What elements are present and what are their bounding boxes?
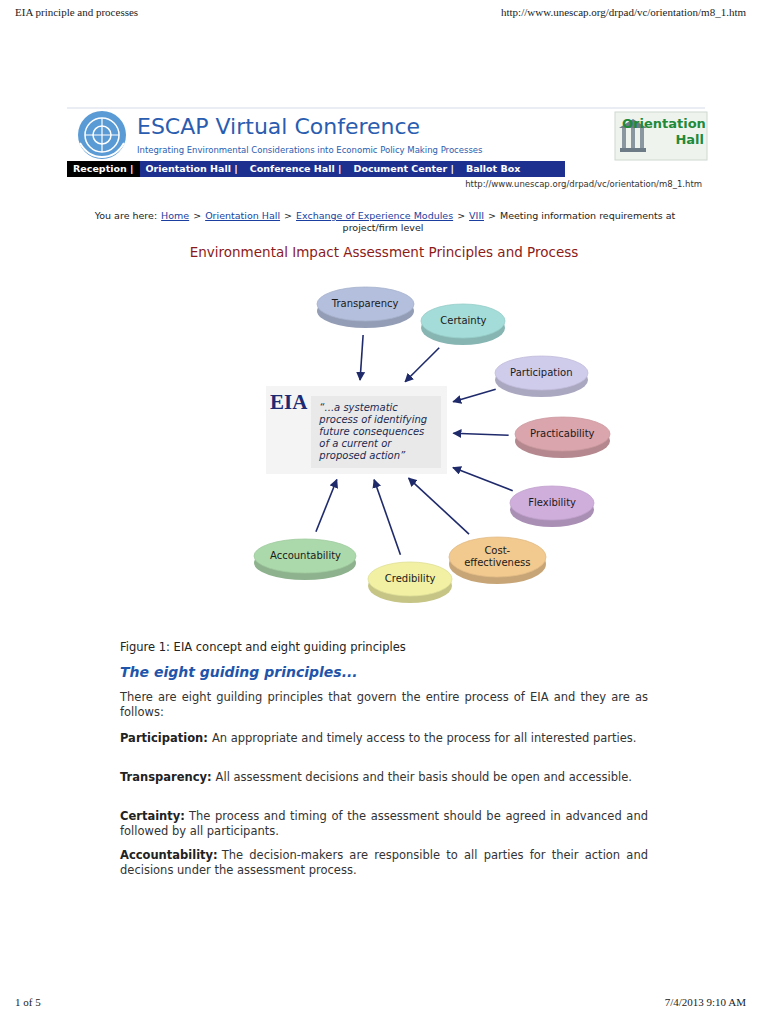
principle-label: Accountability [269, 550, 341, 562]
principle-disc: Practicability [514, 416, 611, 460]
heading-text: The eight guiding principles... [120, 664, 358, 680]
disc-top [368, 562, 452, 596]
breadcrumb-link: Exchange of Experience Modules [296, 210, 453, 221]
arrow-connector [453, 433, 508, 435]
arrow-connector [405, 348, 439, 382]
principle-label-group: Certainty [440, 315, 487, 327]
breadcrumb-sep: > [284, 210, 292, 221]
principle-label-group: Practicability [530, 428, 595, 440]
print-footer: 1 of 5 [15, 996, 41, 1008]
principle-disc: Certainty [420, 303, 506, 347]
definition-text: All assessment decisions and their basis… [216, 770, 632, 784]
breadcrumb-link: VIII [469, 210, 484, 221]
title-text: Environmental Impact Assessment Principl… [190, 244, 579, 260]
principle-label-group: Participation [510, 367, 573, 379]
arrow-connector [316, 480, 337, 532]
principle-label-group: Transparency [332, 298, 399, 310]
arrow-connector [409, 478, 469, 534]
principle-disc: Flexibility [509, 485, 595, 529]
print-date: 7/4/2013 9:10 AM [665, 996, 746, 1008]
principle-disc: Credibility [367, 561, 453, 605]
banner-rule [67, 108, 705, 109]
print-footer: 7/4/2013 9:10 AM [665, 996, 746, 1008]
url-text: http://www.unescap.org/drpad/vc/orientat… [465, 179, 702, 189]
breadcrumb-sep: > [488, 210, 496, 221]
orientation-hall-logo [615, 112, 707, 160]
definition: Participation: An appropriate and timely … [120, 731, 648, 746]
principle-label-group: Flexibility [528, 497, 576, 509]
breadcrumb-sep: > [193, 210, 201, 221]
disc-top [317, 287, 414, 321]
principle-label: Participation [510, 367, 573, 379]
page-number: 1 of 5 [15, 996, 41, 1008]
arrow-connector [453, 389, 496, 401]
arrow-connector [453, 467, 513, 490]
breadcrumb-link: Orientation Hall [205, 210, 280, 221]
nav-item: Reception | [67, 161, 140, 177]
term: Accountability: [120, 848, 218, 862]
nav-item: Ballot Box [460, 161, 526, 177]
term: Transparency: [120, 770, 212, 784]
disc-top [515, 417, 610, 451]
principle-label: Flexibility [528, 497, 576, 509]
term: Certainty: [120, 809, 185, 823]
principle-disc: Transparency [316, 286, 415, 330]
breadcrumb-sep: > [457, 210, 465, 221]
banner-subtitle-text: Integrating Environmental Considerations… [137, 145, 483, 155]
principle-label: Practicability [530, 428, 595, 440]
disc-top [449, 537, 546, 577]
paragraph: There are eight guilding principles that… [120, 690, 648, 720]
nav-item: Orientation Hall | [140, 161, 244, 177]
principle-label: Certainty [440, 315, 487, 327]
banner-title: ESCAP Virtual Conference [137, 114, 420, 139]
caption-text: Figure 1: EIA concept and eight guiding … [120, 640, 406, 654]
disc-top [495, 356, 588, 390]
definition: Certainty:The process and timing of the … [120, 809, 648, 839]
concept-box: EIA“...a systematic process of identifyi… [266, 386, 447, 474]
principle-disc: Accountability [253, 538, 357, 582]
breadcrumb-text: You are here: [95, 210, 157, 221]
principle-label: Cost-effectiveness [464, 545, 531, 569]
arrow-connector [360, 335, 363, 380]
principle-label-group: Cost-effectiveness [464, 545, 531, 569]
principle-disc: Participation [494, 355, 589, 399]
principle-disc: Cost-effectiveness [448, 536, 547, 586]
section-heading: The eight guiding principles... [120, 664, 358, 680]
breadcrumb-link: Home [161, 210, 189, 221]
definition-quote: “...a systematic process of identifying … [311, 396, 441, 468]
logo-label: Orientation Hall [622, 116, 706, 147]
header-text: EIA principle and processes [15, 6, 138, 18]
arrow-connector [374, 480, 400, 555]
banner-subtitle: Integrating Environmental Considerations… [137, 145, 483, 155]
nav-item: Document Center | [348, 161, 460, 177]
disc-top [421, 304, 505, 338]
logo-text: Orientation Hall [622, 116, 704, 148]
principle-label: Credibility [385, 573, 436, 585]
disc-top [510, 486, 594, 520]
breadcrumb: You are here: Home > Orientation Hall > Excha… [90, 210, 680, 234]
figure-caption: Figure 1: EIA concept and eight guiding … [120, 640, 406, 654]
nav-item: Conference Hall | [244, 161, 348, 177]
header-url: http://www.unescap.org/drpad/vc/orientat… [501, 6, 746, 18]
definition-text: The process and timing of the assessment… [120, 809, 648, 838]
definition: Transparency: All assessment decisions an… [120, 770, 648, 785]
definition-text: An appropriate and timely access to the … [212, 731, 637, 745]
nav-bar: Reception |Orientation Hall |Conference … [67, 161, 565, 177]
principle-label: Transparency [332, 298, 399, 310]
principle-label-group: Accountability [269, 550, 341, 562]
term: Participation: [120, 731, 208, 745]
concept-name: EIA [270, 390, 307, 414]
disc-top [254, 539, 356, 573]
banner-title-text: ESCAP Virtual Conference [137, 114, 420, 139]
paragraph-text: There are eight guilding principles that… [120, 690, 648, 719]
page-url: http://www.unescap.org/drpad/vc/orientat… [465, 179, 702, 189]
print-header: EIA principle and processes [15, 6, 138, 18]
definition: Accountability:The decision-makers are r… [120, 848, 648, 878]
page-title: Environmental Impact Assessment Principl… [0, 244, 768, 260]
print-header: http://www.unescap.org/drpad/vc/orientat… [501, 6, 746, 18]
un-logo [78, 111, 126, 159]
principle-label-group: Credibility [385, 573, 436, 585]
